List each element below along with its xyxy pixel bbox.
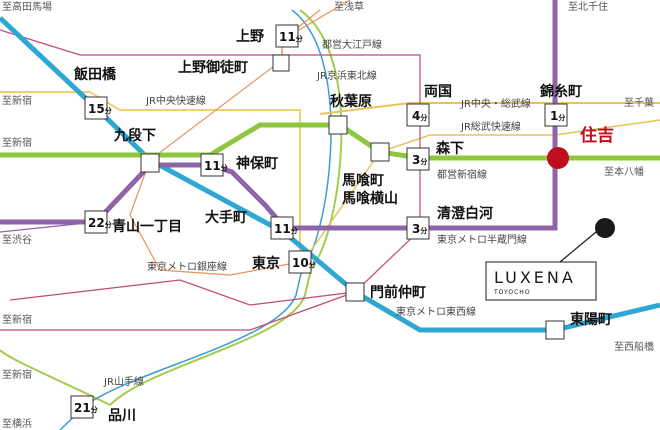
name-monzen-nakacho: 門前仲町 <box>370 284 426 301</box>
logo-frame <box>485 261 597 301</box>
label-shinjuku: 都営新宿線 <box>437 168 487 181</box>
min-jimbocho: 11分 <box>204 159 228 173</box>
chuo-sobu-line <box>319 102 660 115</box>
minute-texts: 15分 11分 4分 1分 11分 3分 22分 11分 3分 10分 21分 <box>74 30 565 415</box>
dir-takadanobaba: 至高田馬場 <box>2 0 52 13</box>
dir-yokohama: 至横浜 <box>2 417 32 430</box>
station-boxes <box>70 24 568 419</box>
box-ueno[interactable] <box>275 24 299 48</box>
box-akihabara[interactable] <box>328 115 348 135</box>
dir-shinjuku-4: 至新宿 <box>2 368 32 381</box>
label-ginza: 東京メトロ銀座線 <box>147 260 227 273</box>
dir-asakusa: 至浅草 <box>334 0 364 13</box>
min-aoyama-itchome: 22分 <box>88 216 112 230</box>
box-iidabashi[interactable] <box>84 96 108 120</box>
shinjuku-lower-line <box>0 291 356 331</box>
name-ueno: 上野 <box>236 29 264 45</box>
dir-shinjuku-3: 至新宿 <box>2 313 32 326</box>
min-ueno: 11分 <box>279 30 303 44</box>
box-aoyama-itchome[interactable] <box>84 210 108 234</box>
min-tokyo: 10分 <box>292 256 316 270</box>
name-bakurocho: 馬喰町 <box>342 172 384 189</box>
logo-pin-dot <box>595 218 615 238</box>
name-toyocho: 東陽町 <box>570 311 612 328</box>
box-ueno-okachimachi[interactable] <box>272 54 290 72</box>
box-kiyosumi-shirakawa[interactable] <box>406 216 430 240</box>
min-kinshicho: 1分 <box>550 109 565 123</box>
dir-shinjuku-2: 至新宿 <box>2 136 32 149</box>
min-morishita: 3分 <box>412 153 427 167</box>
station-names: 飯田橋 上野 上野御徒町 秋葉原 両国 錦糸町 九段下 神保町 森下 馬喰町 馬… <box>73 29 612 424</box>
box-tokyo[interactable] <box>288 250 312 274</box>
logo-name: LUXENA <box>494 268 576 287</box>
box-kudanshita[interactable] <box>140 153 160 173</box>
min-otemachi: 11分 <box>274 222 298 236</box>
oedo-line <box>0 29 421 306</box>
name-otemachi: 大手町 <box>205 209 247 226</box>
label-chuo-sobu: JR中央・総武線 <box>460 97 531 110</box>
logo-sub: TOYOCHO <box>493 289 531 296</box>
dir-nishi-funabashi: 至西船橋 <box>614 340 654 353</box>
name-tokyo: 東京 <box>252 255 280 272</box>
min-kiyosumi-shirakawa: 3分 <box>412 222 427 236</box>
label-keihin-tohoku: JR京浜東北線 <box>316 69 377 82</box>
logo-pin-line <box>559 231 597 263</box>
dir-chiba: 至千葉 <box>624 96 654 109</box>
sobu-rapid-line <box>302 119 660 263</box>
label-sobu-rapid: JR総武快速線 <box>460 120 521 133</box>
name-ryogoku: 両国 <box>424 84 452 100</box>
dir-kita-senju: 至北千住 <box>568 0 608 13</box>
name-aoyama-itchome: 青山一丁目 <box>112 218 182 235</box>
box-kinshicho[interactable] <box>544 103 568 127</box>
min-ryogoku: 4分 <box>412 109 427 123</box>
box-toyocho[interactable] <box>545 320 565 340</box>
box-ryogoku[interactable] <box>406 103 430 127</box>
name-ueno-okachimachi: 上野御徒町 <box>178 59 248 76</box>
name-kiyosumi-shirakawa: 清澄白河 <box>437 205 493 222</box>
dir-shinjuku-1: 至新宿 <box>2 94 32 107</box>
name-morishita: 森下 <box>436 140 464 157</box>
name-kinshicho: 錦糸町 <box>540 83 582 100</box>
min-shinagawa: 21分 <box>74 401 98 415</box>
label-tozai: 東京メトロ東西線 <box>396 305 476 318</box>
home-station-marker[interactable] <box>547 147 569 169</box>
label-yamanote: JR山手線 <box>103 375 144 388</box>
name-kudanshita: 九段下 <box>113 127 156 144</box>
box-bakurocho[interactable] <box>370 142 390 162</box>
name-iidabashi: 飯田橋 <box>73 66 117 83</box>
name-bakuro-yokoyama: 馬喰横山 <box>342 190 398 207</box>
line-labels: 都営大江戸線 JR京浜東北線 JR中央快速線 JR中央・総武線 JR総武快速線 … <box>103 38 531 388</box>
min-iidabashi: 15分 <box>88 102 112 116</box>
label-hanzomon: 東京メトロ半蔵門線 <box>437 233 527 246</box>
hanzomon-line <box>0 0 558 231</box>
luxena-logo: LUXENA TOYOCHO <box>485 218 615 301</box>
box-shinagawa[interactable] <box>70 395 94 419</box>
dir-shibuya: 至渋谷 <box>2 233 32 246</box>
box-otemachi[interactable] <box>270 216 294 240</box>
box-monzen-nakacho[interactable] <box>345 282 365 302</box>
yamanote-line <box>109 9 343 406</box>
box-morishita[interactable] <box>406 147 430 171</box>
name-akihabara: 秋葉原 <box>330 93 372 110</box>
name-shinagawa: 品川 <box>108 408 136 424</box>
label-chuo-rapid: JR中央快速線 <box>145 94 206 107</box>
label-oedo: 都営大江戸線 <box>322 38 382 51</box>
dir-moto-yawata: 至本八幡 <box>604 165 644 178</box>
box-jimbocho[interactable] <box>200 153 224 177</box>
chuo-rapid-line <box>0 91 301 262</box>
name-jimbocho: 神保町 <box>236 155 278 172</box>
home-station-name: 住吉 <box>580 125 614 146</box>
